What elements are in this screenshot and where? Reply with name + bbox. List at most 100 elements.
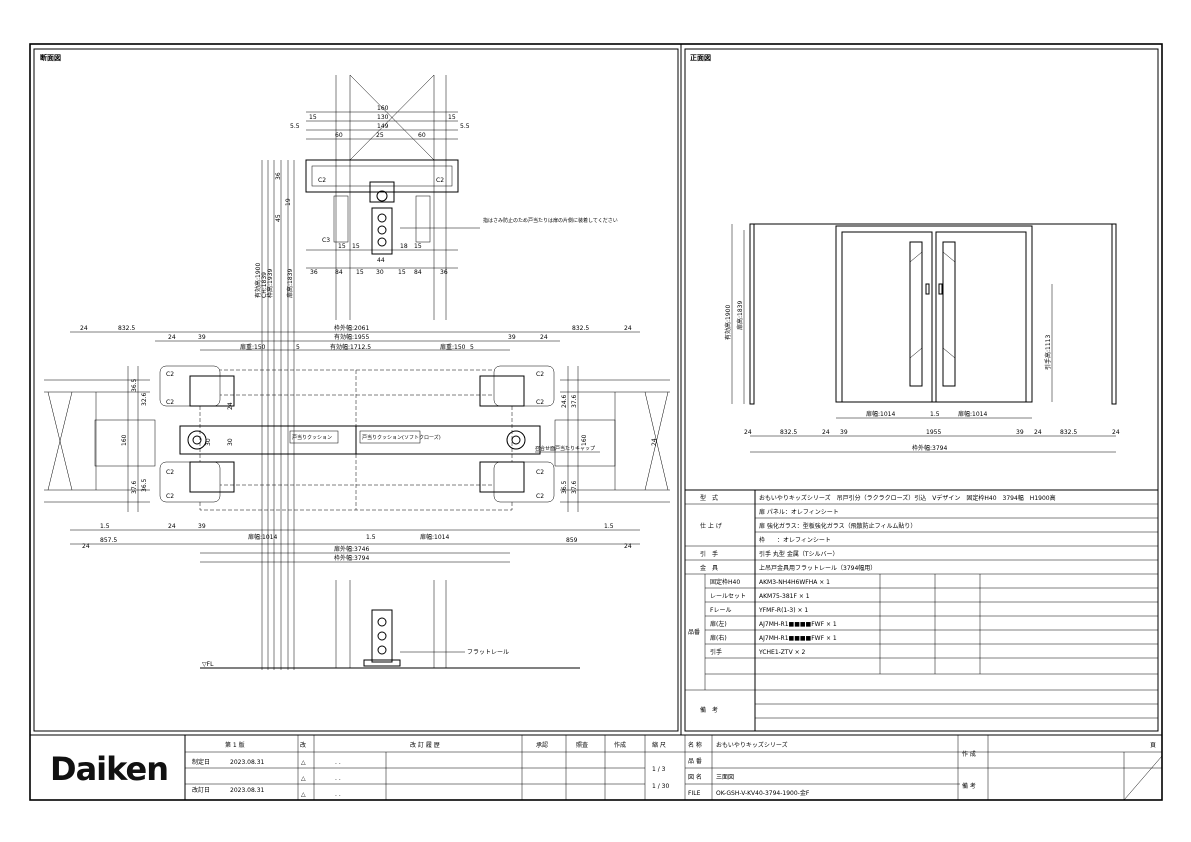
dim-b-24r: 24 — [624, 543, 632, 550]
section-panel-frame — [33, 48, 679, 732]
dim-ov-8325r: 832.5 — [572, 325, 589, 332]
daiken-logo: Daiken — [50, 750, 168, 788]
dim-b-24: 24 — [168, 523, 176, 530]
created-date: 2023.08.31 — [230, 759, 265, 766]
svg-text:C2: C2 — [536, 399, 544, 406]
dim-sl-30b: 30 — [205, 438, 212, 446]
part-1-value: AKM75-381F × 1 — [759, 593, 810, 600]
part-0-name: 固定枠H40 — [710, 578, 740, 586]
scale-label: 縮 尺 — [652, 741, 666, 749]
front-row-4: 1955 — [926, 429, 941, 436]
dim-mid-15c: 15 — [356, 269, 364, 276]
dim-sr-376: 37.6 — [571, 394, 578, 408]
file-value: OK-GSH-V-KV40-3794-1900-金F — [716, 789, 810, 797]
part-5-name: 引手 — [710, 648, 722, 656]
dim-ov-24r: 24 — [624, 325, 632, 332]
part-3-value: AJ7MH-R1■■■■FWF × 1 — [759, 621, 837, 628]
dim-vert-1839: CH:1839 — [261, 272, 268, 298]
dim-in-150r: 扉重:150 — [440, 343, 466, 351]
dim-in-5r: 5 — [470, 344, 474, 351]
top-frame-profile — [305, 159, 459, 193]
sheet-border — [29, 43, 1163, 801]
svg-text:C2: C2 — [536, 371, 544, 378]
dim-mid-84l: 84 — [335, 269, 343, 276]
dim-b-859: 859 — [566, 537, 578, 544]
dim-vert-45: 45 — [275, 214, 282, 222]
pull-right-icon — [506, 430, 526, 450]
svg-text:C2: C2 — [536, 469, 544, 476]
svg-text:C2: C2 — [318, 177, 326, 184]
dim-in-150l: 扉重:150 — [240, 343, 266, 351]
dim-vert-door: 扉高:1839 — [286, 269, 294, 298]
name-value: おもいやりキッズシリーズ — [716, 741, 788, 749]
svg-text:C2: C2 — [166, 469, 174, 476]
spec-value-pull: 引手 丸型 金属（Tシルバー） — [759, 550, 838, 558]
revised-label: 改訂日 — [192, 786, 210, 794]
dim-sl-365: 36.5 — [131, 378, 138, 392]
frame-left-upper: C2 C2 — [159, 365, 235, 407]
front-row-3: 39 — [840, 429, 848, 436]
dim-top-25: 25 — [376, 132, 384, 139]
svg-text:C2: C2 — [436, 177, 444, 184]
dim-mid-18b: 18 — [400, 243, 408, 250]
dim-in-5l: 5 — [296, 344, 300, 351]
dim-sr-160: 160 — [581, 434, 588, 446]
dim-mid-44: 44 — [377, 257, 385, 264]
rev-mark-icon-3: △ — [301, 791, 306, 798]
dim-vert-36: 36 — [275, 172, 282, 180]
flat-rail — [363, 659, 401, 667]
edition-label: 第 1 版 — [225, 741, 245, 749]
front-dim-door-left: 扉幅:1014 — [866, 410, 895, 418]
svg-text:C2: C2 — [166, 493, 174, 500]
front-dim-total: 枠外幅:3794 — [912, 444, 947, 452]
dim-ov-24b: 24 — [168, 334, 176, 341]
part-4-name: 扉(右) — [710, 634, 727, 642]
front-dim-h1: 有効高:1900 — [724, 305, 732, 340]
dim-top-15l: 15 — [309, 114, 317, 121]
dim-mid-36r: 36 — [440, 269, 448, 276]
parts-label: 品番 — [688, 629, 700, 636]
dim-sr-24: 24 — [651, 438, 658, 446]
dim-ov-24c: 24 — [540, 334, 548, 341]
dim-mid-36l: 36 — [310, 269, 318, 276]
frame-right-lower: C2 C2 — [479, 461, 555, 503]
dim-top-160: 160 — [377, 105, 389, 112]
note-label: 備 考 — [962, 782, 976, 790]
hanger-roller — [371, 207, 393, 255]
stopper-label: 戸当りクッション — [292, 434, 332, 441]
drawing-value: 三面図 — [716, 774, 734, 781]
fl-label: ▽FL — [202, 661, 214, 668]
spec-value-model: おもいやりキッズシリーズ 吊戸引分（ラクラクローズ）引込 Vデザイン 固定枠H4… — [759, 494, 1056, 502]
dim-ov-39l: 39 — [198, 334, 206, 341]
dim-vert-1900: 有効高:1900 — [254, 263, 262, 298]
dim-ov-39r: 39 — [508, 334, 516, 341]
dim-b-15l: 1.5 — [100, 523, 110, 530]
soft-label: 戸当りクッション(ソフトクローズ) — [362, 434, 441, 441]
frame-left-lower: C2 C2 — [159, 461, 235, 503]
dim-sl-160: 160 — [121, 434, 128, 446]
wall-right — [554, 379, 670, 503]
front-panel-title: 正面図 — [690, 53, 711, 62]
created-label: 制定日 — [192, 758, 210, 766]
front-row-6: 24 — [1034, 429, 1042, 436]
guide-annotation: 指はさみ防止のため戸当たりは扉の片側に装着してください — [483, 217, 618, 224]
spec-value-finish3: 枠 ：オレフィンシート — [759, 536, 831, 544]
rev-mark-icon-1: △ — [301, 759, 306, 766]
front-row-1: 832.5 — [780, 429, 797, 436]
dim-b-39: 39 — [198, 523, 206, 530]
glass-strip-right — [942, 241, 956, 387]
dim-b-24l: 24 — [82, 543, 90, 550]
rev-dots-3: . . — [335, 791, 341, 798]
spec-label-hardware: 金 具 — [700, 564, 718, 572]
scale-value-2: 1 / 30 — [652, 783, 669, 790]
drawing-label: 図 名 — [688, 773, 702, 781]
spec-value-hardware: 上吊戸金具用フラットレール（3794幅用） — [759, 564, 876, 572]
dim-sl-326: 32.6 — [141, 392, 148, 406]
dim-b-3746: 扉外幅:3746 — [334, 545, 369, 553]
spec-table: 型 式 おもいやりキッズシリーズ 吊戸引分（ラクラクローズ）引込 Vデザイン 固… — [684, 489, 1159, 732]
front-door-right — [935, 231, 1027, 403]
name-label: 名 称 — [688, 741, 702, 749]
title-block: Daiken 第 1 版 制定日 2023.08.31 改訂日 2023.08.… — [50, 735, 1163, 801]
front-frame — [835, 225, 1033, 403]
